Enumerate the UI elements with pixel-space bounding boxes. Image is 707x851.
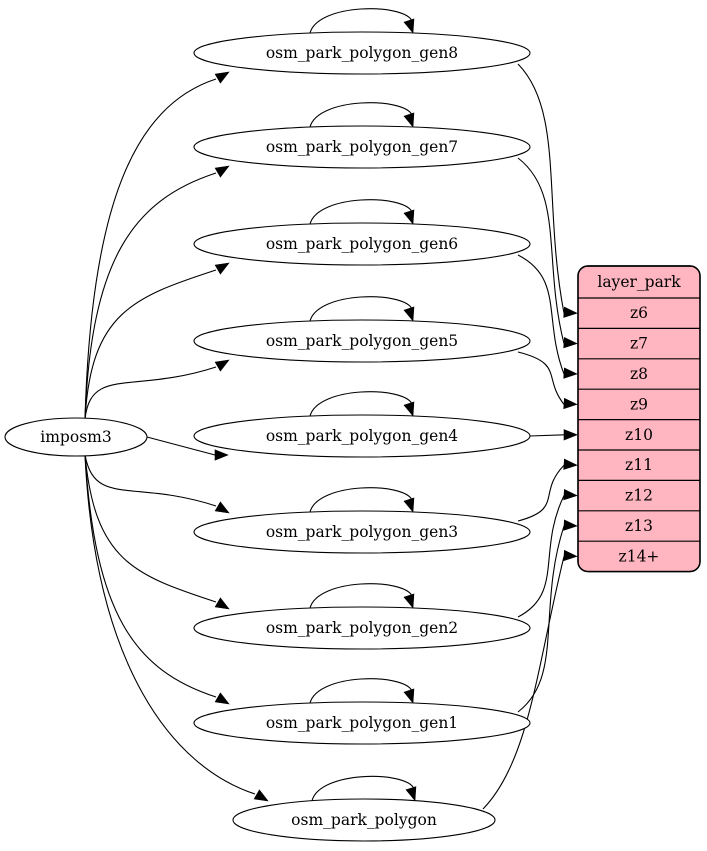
edge-node-to-table-row	[517, 63, 565, 314]
table-row-label[interactable]: z7	[630, 335, 648, 353]
graph-node[interactable]: osm_park_polygon_gen6	[193, 199, 531, 266]
node-label: osm_park_polygon	[291, 811, 437, 829]
edge-arrowhead	[214, 262, 230, 275]
layer-park-outline	[577, 265, 701, 573]
node-ellipse[interactable]	[193, 414, 531, 458]
edge-imposm3-to-node	[84, 366, 217, 420]
edge-node-to-table-row	[517, 525, 565, 713]
node-ellipse[interactable]	[193, 222, 531, 266]
table-row-label[interactable]: z14+	[619, 547, 660, 565]
edge-arrowhead	[563, 367, 578, 379]
nodes-layer: osm_park_polygon_gen8 osm_park_polygon_ge…	[4, 8, 531, 842]
graph-node[interactable]: osm_park_polygon_gen8	[193, 8, 531, 75]
edge-imposm3-to-node	[84, 454, 217, 507]
table-row-label[interactable]: z11	[625, 456, 653, 474]
node-ellipse[interactable]	[193, 125, 531, 169]
edge-arrowhead	[563, 429, 578, 441]
self-loop-arrowhead	[403, 18, 415, 34]
self-loop-arrowhead	[405, 786, 417, 802]
edge-node-to-table-row	[529, 434, 565, 437]
node-label: osm_park_polygon_gen5	[266, 332, 458, 350]
table-row-label[interactable]: z10	[625, 426, 653, 444]
edge-arrowhead	[563, 397, 578, 410]
self-loop-edge	[311, 775, 415, 801]
edge-node-to-table-row	[517, 464, 565, 522]
self-loop-arrowhead	[403, 593, 415, 609]
edge-arrowhead	[563, 337, 578, 349]
node-ellipse[interactable]	[193, 606, 531, 650]
edge-arrowhead	[563, 549, 578, 562]
edge-arrowhead	[214, 359, 230, 372]
edge-arrowhead	[214, 165, 230, 178]
source-node[interactable]: imposm3	[4, 417, 148, 457]
table-row-label[interactable]: z8	[630, 365, 648, 383]
node-ellipse[interactable]	[193, 319, 531, 363]
edge-node-to-table-row	[517, 254, 565, 375]
node-ellipse[interactable]	[232, 798, 496, 842]
edge-arrowhead	[214, 501, 230, 514]
self-loop-arrowhead	[403, 688, 415, 704]
imposm3-label: imposm3	[40, 428, 111, 446]
node-label: osm_park_polygon_gen8	[266, 44, 458, 62]
edge-arrowhead	[214, 71, 230, 84]
self-loop-edge	[309, 296, 413, 322]
self-loop-edge	[309, 8, 413, 34]
edge-node-to-table-row	[517, 157, 565, 344]
self-loop-edge	[309, 199, 413, 225]
edge-node-to-table-row	[517, 495, 565, 618]
edge-node-to-table-row	[482, 556, 565, 810]
layer-park-header: layer_park	[597, 273, 681, 291]
edge-imposm3-to-node	[84, 454, 256, 795]
table-row-label[interactable]: z13	[625, 517, 653, 535]
edge-imposm3-to-node	[84, 172, 217, 420]
graph-node[interactable]: osm_park_polygon_gen1	[193, 678, 531, 745]
table-row-label[interactable]: z9	[630, 395, 648, 413]
edge-arrowhead	[214, 597, 230, 610]
edge-imposm3-to-node	[146, 436, 216, 456]
node-label: osm_park_polygon_gen3	[266, 523, 458, 541]
self-loop-edge	[309, 391, 413, 417]
edge-imposm3-to-node	[84, 454, 217, 603]
node-label: osm_park_polygon_gen4	[266, 427, 458, 445]
edge-arrowhead	[563, 489, 578, 501]
table-row-label[interactable]: z12	[625, 487, 653, 505]
graph-node[interactable]: osm_park_polygon_gen2	[193, 583, 531, 650]
graph-node[interactable]: osm_park_polygon_gen4	[193, 391, 531, 458]
table-row-label[interactable]: z6	[630, 304, 648, 322]
self-loop-edge	[309, 487, 413, 513]
edge-imposm3-to-node	[84, 78, 217, 420]
edges-layer	[84, 63, 578, 810]
edge-arrowhead	[214, 449, 229, 461]
layer-park-table: layer_park z6 z7 z8 z9 z10 z11 z12 z13 z14+	[577, 265, 701, 573]
node-ellipse[interactable]	[193, 701, 531, 745]
edge-arrowhead	[563, 519, 578, 531]
graph-node[interactable]: osm_park_polygon	[232, 775, 496, 842]
self-loop-arrowhead	[403, 306, 415, 322]
self-loop-edge	[309, 102, 413, 128]
node-label: osm_park_polygon_gen6	[266, 235, 458, 253]
imposm3-ellipse[interactable]	[4, 417, 148, 457]
node-label: osm_park_polygon_gen1	[266, 714, 458, 732]
edge-imposm3-to-node	[84, 454, 217, 698]
node-ellipse[interactable]	[193, 31, 531, 75]
graph-node[interactable]: osm_park_polygon_gen7	[193, 102, 531, 169]
self-loop-arrowhead	[403, 112, 415, 128]
node-ellipse[interactable]	[193, 510, 531, 554]
self-loop-edge	[309, 678, 413, 704]
edge-arrowhead	[563, 458, 578, 470]
edge-node-to-table-row	[517, 351, 565, 405]
self-loop-edge	[309, 583, 413, 609]
node-label: osm_park_polygon_gen7	[266, 138, 458, 156]
edge-arrowhead	[563, 306, 578, 318]
graph-node[interactable]: osm_park_polygon_gen5	[193, 296, 531, 363]
edge-imposm3-to-node	[84, 269, 217, 420]
self-loop-arrowhead	[403, 209, 415, 225]
edge-arrowhead	[214, 692, 230, 705]
self-loop-arrowhead	[403, 401, 415, 417]
self-loop-arrowhead	[403, 497, 415, 513]
graph-node[interactable]: osm_park_polygon_gen3	[193, 487, 531, 554]
edge-arrowhead	[253, 789, 269, 802]
node-label: osm_park_polygon_gen2	[266, 619, 458, 637]
